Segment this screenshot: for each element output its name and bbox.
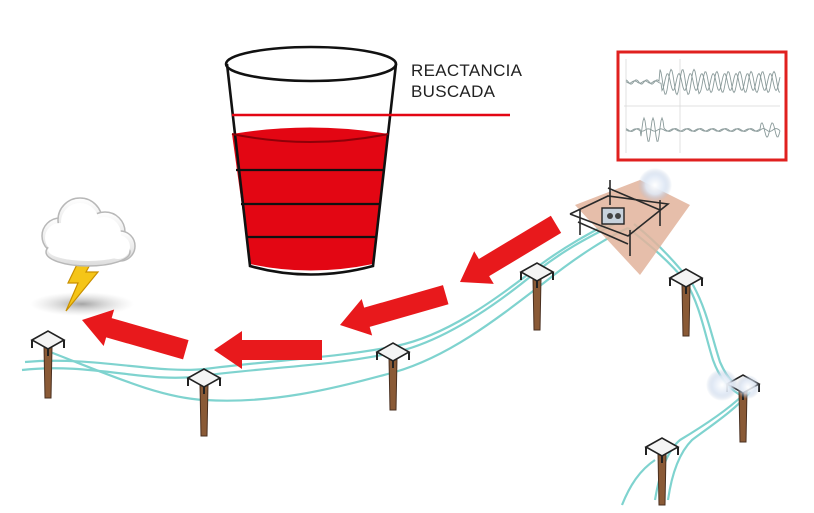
conductor-main-3 <box>44 226 629 402</box>
glow-marker-branch <box>706 369 738 401</box>
substation-icon <box>569 180 690 275</box>
pole-7 <box>644 437 680 506</box>
glow-marker-substation <box>638 168 672 202</box>
conductor-branch-5 <box>620 459 656 506</box>
pole-1 <box>30 330 66 399</box>
conductor-main-1 <box>21 221 619 379</box>
arrow-left-icon <box>460 215 562 284</box>
glass-rim <box>224 45 398 83</box>
glass-outline <box>225 63 398 276</box>
conductor-branch-4 <box>666 391 751 501</box>
arrow-left-icon <box>82 309 189 360</box>
arrow-left-icon <box>214 331 322 369</box>
conductor-main-2 <box>24 215 623 371</box>
arrow-left-icon <box>340 285 449 336</box>
conductor-lines <box>21 215 751 506</box>
oscillogram-trace <box>625 116 781 142</box>
oscillogram-trace <box>625 122 781 138</box>
oscillogram-trace <box>625 72 781 92</box>
pole-5 <box>668 268 704 337</box>
reactance-label-line1: REACTANCIA <box>411 61 523 80</box>
glow-marker-branch-pole <box>736 375 760 399</box>
pole-2 <box>186 368 222 437</box>
oscillogram-trace <box>625 68 781 96</box>
oscillogram-icon <box>616 50 788 162</box>
pole-3 <box>375 342 411 411</box>
thundercloud-icon <box>30 197 136 316</box>
direction-arrows <box>82 215 562 369</box>
cloud-shadow <box>30 292 134 316</box>
glass-liquid <box>232 127 388 271</box>
reactance-glass <box>224 45 510 276</box>
pole-group <box>30 262 761 506</box>
reactance-label-line2: BUSCADA <box>411 82 496 101</box>
pole-4 <box>519 262 555 331</box>
